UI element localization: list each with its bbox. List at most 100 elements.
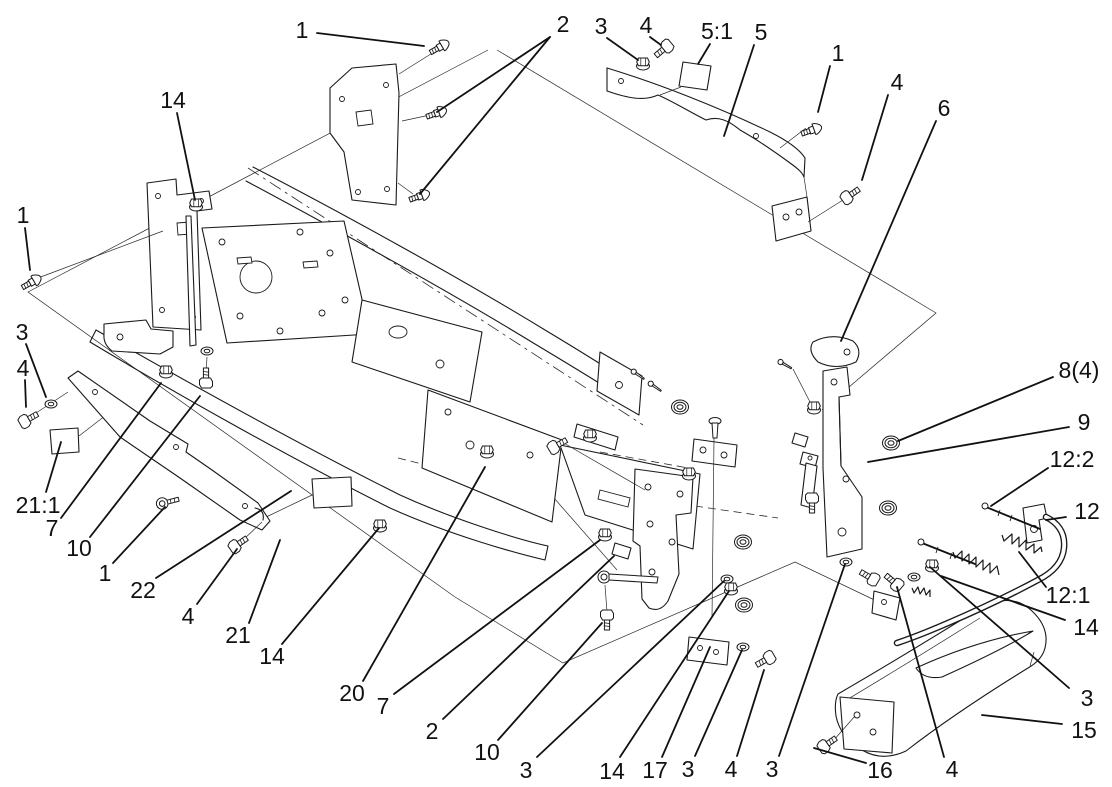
leader-line-3 — [778, 563, 846, 757]
flange-nut — [480, 445, 494, 459]
tag-5-1 — [678, 61, 712, 91]
leader-line-6 — [840, 120, 937, 342]
callout-label-2-1: 2 — [557, 11, 570, 37]
callout-label-14-26: 14 — [599, 758, 625, 784]
callout-label-5:1-4: 5:1 — [701, 18, 733, 44]
mount-tab — [871, 590, 901, 621]
leader-line-17 — [661, 646, 711, 758]
eyebolt — [154, 493, 181, 512]
screw — [646, 379, 663, 394]
callout-label-7-14: 7 — [46, 515, 59, 541]
flange-nut — [682, 467, 696, 481]
callout-label-3-30: 3 — [766, 756, 779, 782]
leader-line-3 — [536, 580, 725, 758]
callout-label-14-9: 14 — [160, 87, 186, 113]
tow-bar — [893, 503, 1068, 647]
grommet — [879, 500, 897, 516]
leader-line-2 — [436, 36, 551, 113]
spacer-block — [791, 432, 809, 448]
leader-line-1 — [316, 32, 425, 47]
washer — [907, 572, 921, 582]
left-bracket-rod — [185, 215, 197, 347]
leader-line-3 — [929, 566, 1070, 689]
bumper-bracket — [839, 696, 895, 754]
hex-bolt — [805, 492, 819, 514]
callout-label-9-34: 9 — [1078, 409, 1091, 435]
top-bracket — [329, 63, 400, 206]
flange-nut — [807, 401, 821, 415]
leader-line-12:2 — [990, 467, 1049, 507]
construction-lines — [27, 49, 937, 664]
bumper — [832, 599, 1047, 757]
hex-bolt — [199, 367, 213, 389]
spring-rod — [917, 538, 976, 565]
leader-line-4 — [861, 94, 889, 181]
leader-line-21:1 — [45, 441, 62, 493]
leader-line-14 — [176, 112, 196, 201]
support-channel — [606, 67, 812, 242]
callout-label-2-23: 2 — [426, 718, 439, 744]
left-bracket — [146, 178, 214, 356]
leader-line-9 — [867, 426, 1070, 463]
hex-bolt — [752, 648, 778, 672]
leader-line-4 — [896, 586, 945, 758]
leader-line-15 — [981, 714, 1063, 725]
fasteners — [16, 36, 939, 756]
leader-line-14 — [619, 590, 730, 758]
leader-line-4 — [736, 669, 765, 757]
callout-label-4-29: 4 — [725, 756, 738, 782]
callout-label-14-20: 14 — [259, 643, 285, 669]
grommet — [735, 597, 753, 613]
leader-line-1 — [817, 65, 831, 113]
leader-line-12:1 — [1018, 551, 1047, 588]
leader-line-8(4) — [897, 376, 1054, 442]
flange-nut — [189, 198, 203, 212]
callout-label-10-24: 10 — [474, 739, 500, 765]
center-bracket — [597, 417, 901, 666]
tie-rod — [597, 570, 659, 584]
callout-label-7-22: 7 — [377, 693, 390, 719]
channel-end-bracket — [771, 196, 812, 242]
callout-label-21:1-13: 21:1 — [16, 492, 61, 518]
callout-label-12:2-35: 12:2 — [1050, 446, 1095, 472]
leader-line-14 — [281, 527, 380, 645]
leader-line-10 — [89, 395, 201, 538]
flange-nut — [724, 582, 738, 596]
callout-label-15-40: 15 — [1071, 717, 1097, 743]
plate-18 — [691, 438, 738, 468]
callout-label-4-12: 4 — [17, 355, 30, 381]
leader-line-3 — [25, 343, 47, 398]
tag-22 — [311, 476, 353, 509]
hex-bolt — [600, 609, 614, 631]
carriage-bolt — [19, 271, 44, 293]
leader-line-12 — [1045, 516, 1067, 521]
leader-line-7 — [60, 382, 162, 519]
callout-label-5-5: 5 — [755, 19, 768, 45]
callout-label-16-31: 16 — [867, 757, 893, 783]
flange-nut — [159, 365, 173, 379]
callout-label-12-36: 12 — [1074, 498, 1100, 524]
callout-label-8(4)-33: 8(4) — [1059, 357, 1100, 383]
hex-bolt — [838, 183, 864, 207]
callout-label-3-39: 3 — [1081, 685, 1094, 711]
leader-lines-layer — [24, 32, 1070, 764]
leader-line-3 — [606, 37, 639, 61]
callout-label-4-18: 4 — [182, 603, 195, 629]
leader-line-4 — [196, 548, 238, 605]
decal-tags — [49, 61, 712, 520]
callout-label-14-38: 14 — [1073, 614, 1099, 640]
side-rail — [67, 370, 271, 531]
tag-21-1 — [49, 427, 80, 455]
spring-upper — [1001, 533, 1043, 554]
callout-label-4-32: 4 — [946, 756, 959, 782]
spring-rod — [981, 502, 1041, 530]
callout-label-6-8: 6 — [938, 95, 951, 121]
grommet — [734, 534, 752, 550]
callout-label-17-27: 17 — [642, 757, 668, 783]
callout-label-3-28: 3 — [682, 756, 695, 782]
callout-label-4-7: 4 — [891, 69, 904, 95]
callout-label-22-17: 22 — [130, 577, 156, 603]
callout-label-4-3: 4 — [640, 12, 653, 38]
cover-plate — [810, 336, 860, 368]
